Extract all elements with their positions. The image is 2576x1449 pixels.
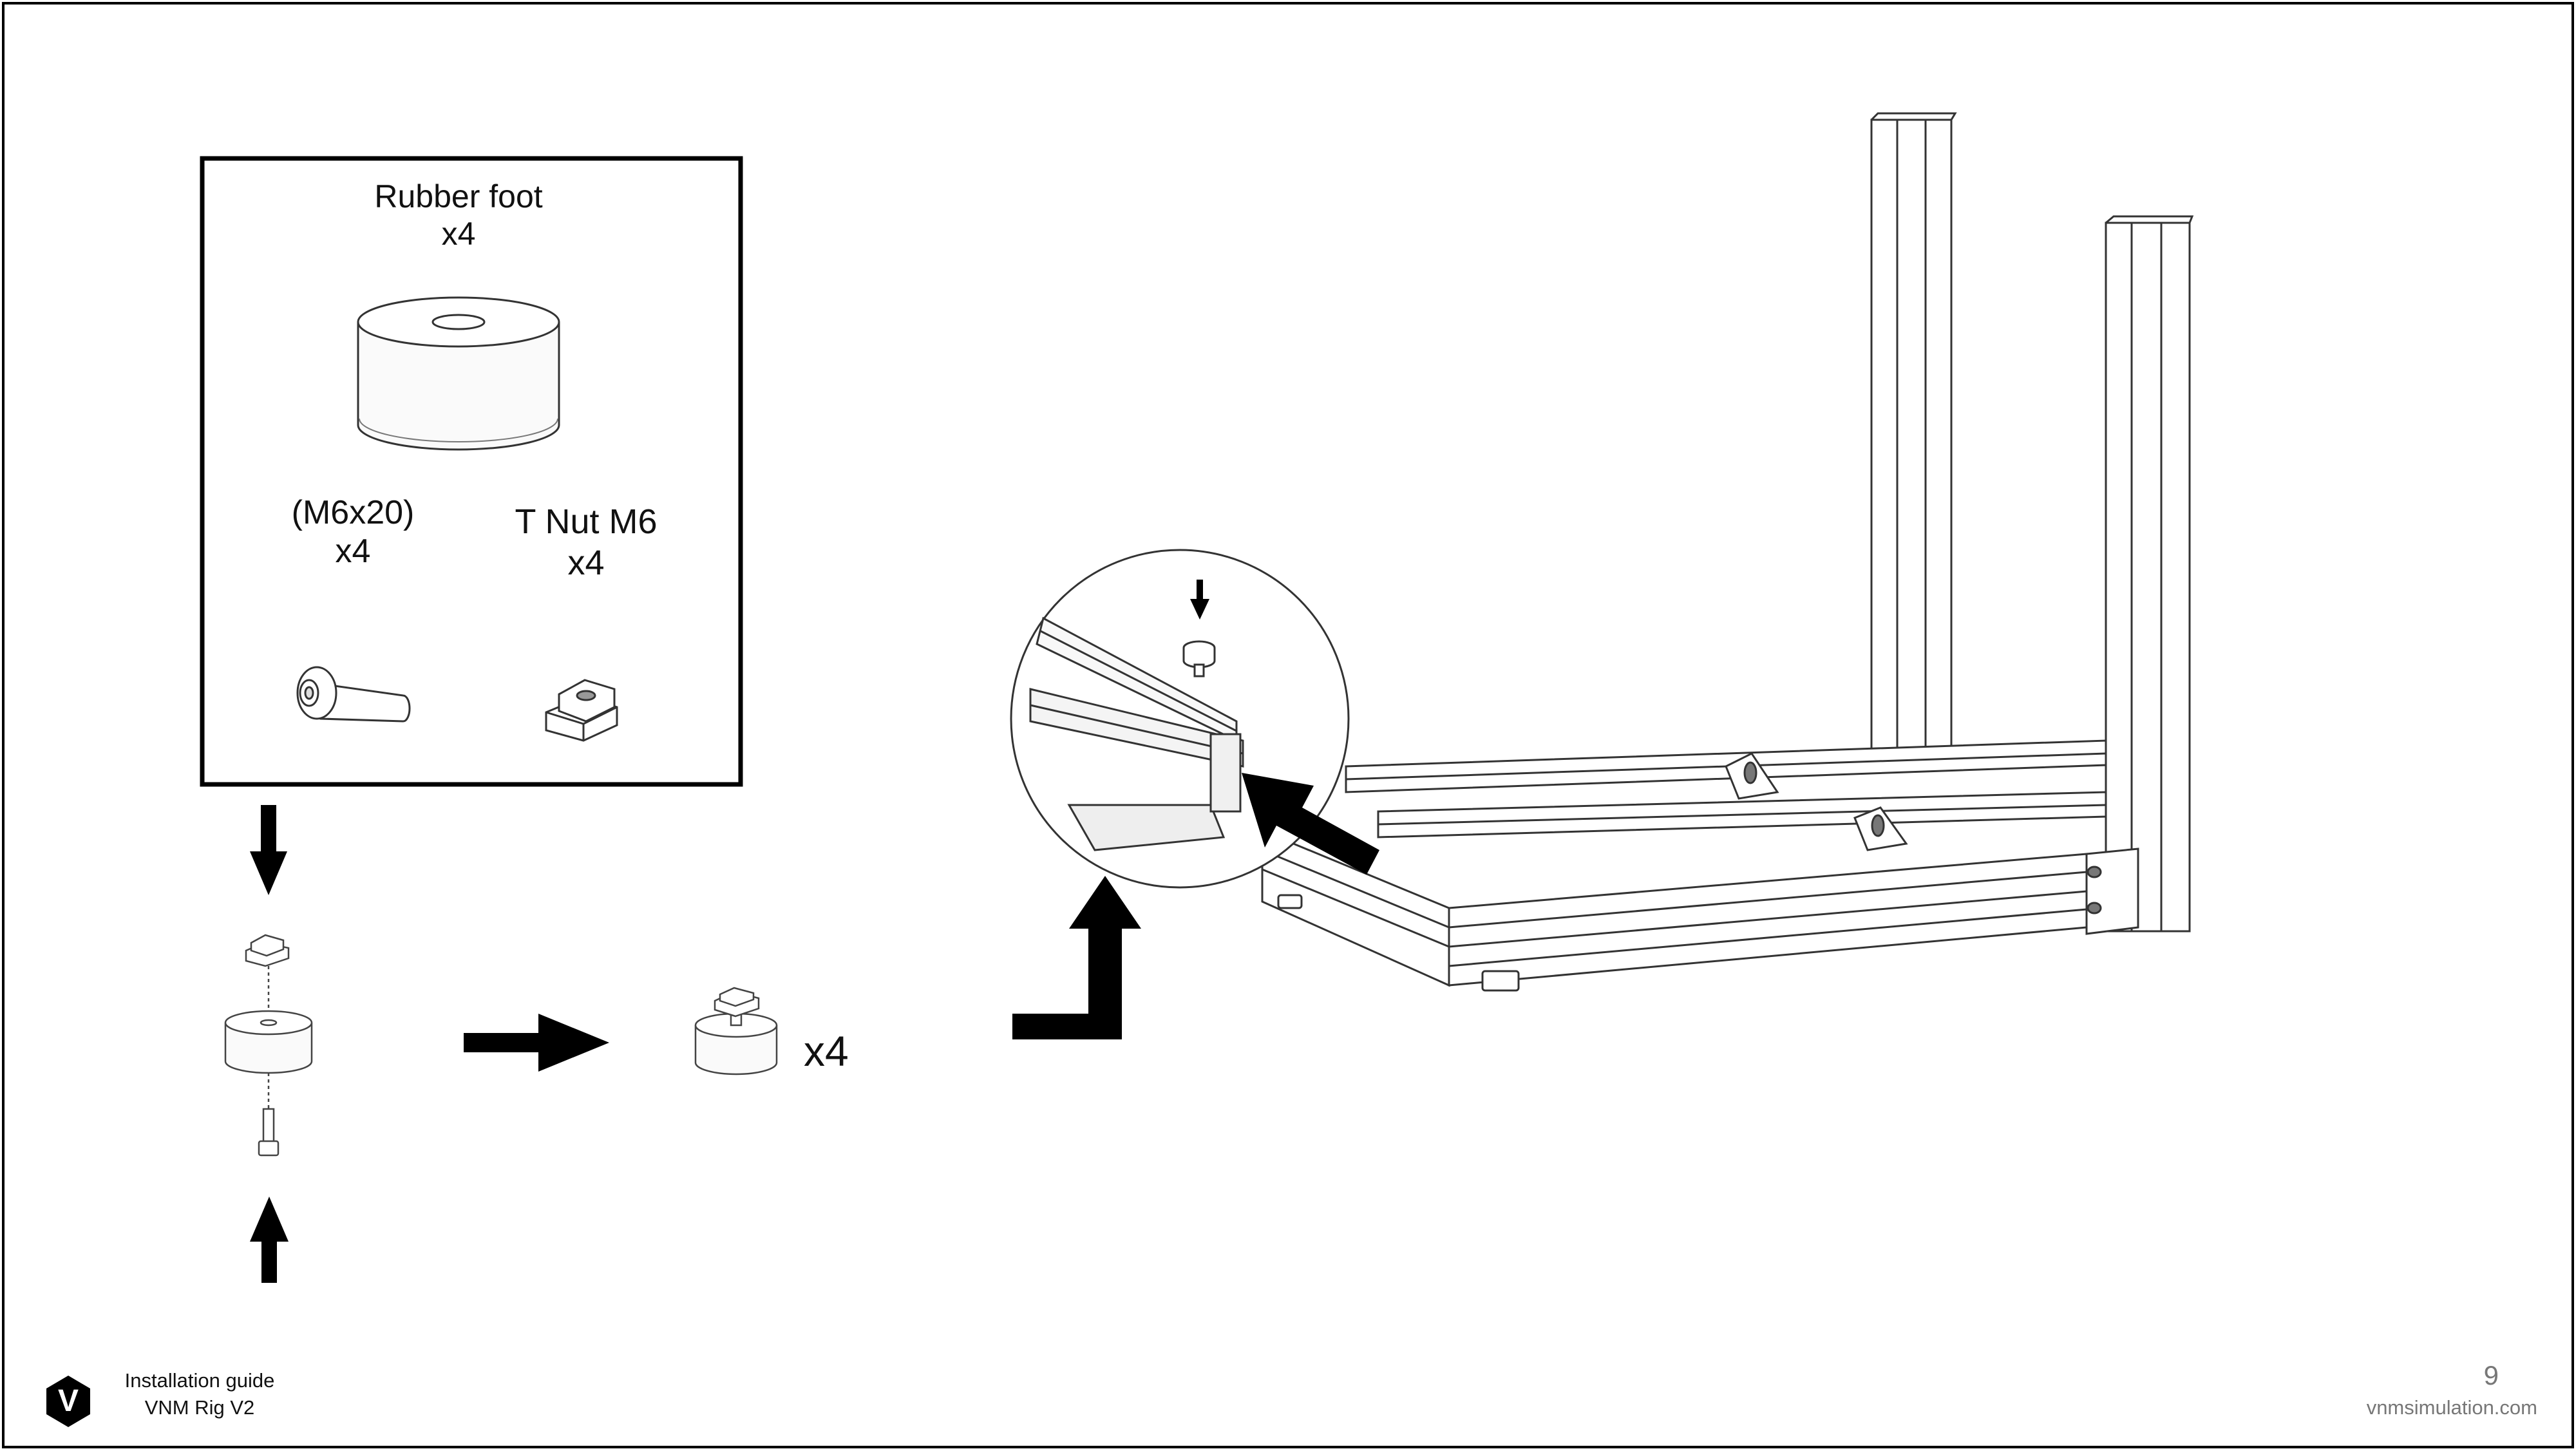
result-qty: x4 bbox=[804, 1027, 849, 1075]
assembled-foot-icon bbox=[694, 987, 778, 1075]
product-name: VNM Rig V2 bbox=[144, 1396, 255, 1419]
rubber-foot-label: Rubber foot x4 bbox=[362, 178, 555, 252]
rig-frame-icon bbox=[1261, 112, 2194, 992]
arrow-up-icon bbox=[250, 1197, 289, 1283]
guide-title: Installation guide bbox=[124, 1369, 275, 1392]
logo-letter: V bbox=[57, 1384, 79, 1418]
bolt-label: (M6x20) x4 bbox=[263, 493, 443, 571]
exploded-assembly-icon bbox=[224, 934, 313, 1157]
page-number: 9 bbox=[2483, 1360, 2499, 1390]
bolt-name: (M6x20) bbox=[291, 494, 415, 531]
bolt-qty: x4 bbox=[335, 533, 371, 570]
rubber-foot-icon bbox=[357, 296, 560, 451]
bolt-icon bbox=[296, 666, 411, 723]
arrow-down-icon bbox=[250, 805, 287, 895]
arrow-turn-up-icon bbox=[1012, 876, 1141, 1039]
t-nut-qty: x4 bbox=[567, 544, 605, 582]
parts-box bbox=[200, 156, 743, 787]
rubber-foot-name: Rubber foot bbox=[374, 178, 543, 214]
arrow-diagonal-icon bbox=[1242, 773, 1379, 875]
t-nut-name: T Nut M6 bbox=[515, 502, 658, 541]
arrow-right-icon bbox=[464, 1014, 609, 1072]
t-nut-icon bbox=[545, 679, 618, 742]
t-nut-label: T Nut M6 x4 bbox=[489, 501, 683, 583]
rubber-foot-qty: x4 bbox=[441, 216, 476, 252]
vnm-logo-icon bbox=[46, 1376, 90, 1427]
website: vnmsimulation.com bbox=[2366, 1396, 2537, 1419]
detail-arrow-down-icon bbox=[1190, 580, 1209, 620]
